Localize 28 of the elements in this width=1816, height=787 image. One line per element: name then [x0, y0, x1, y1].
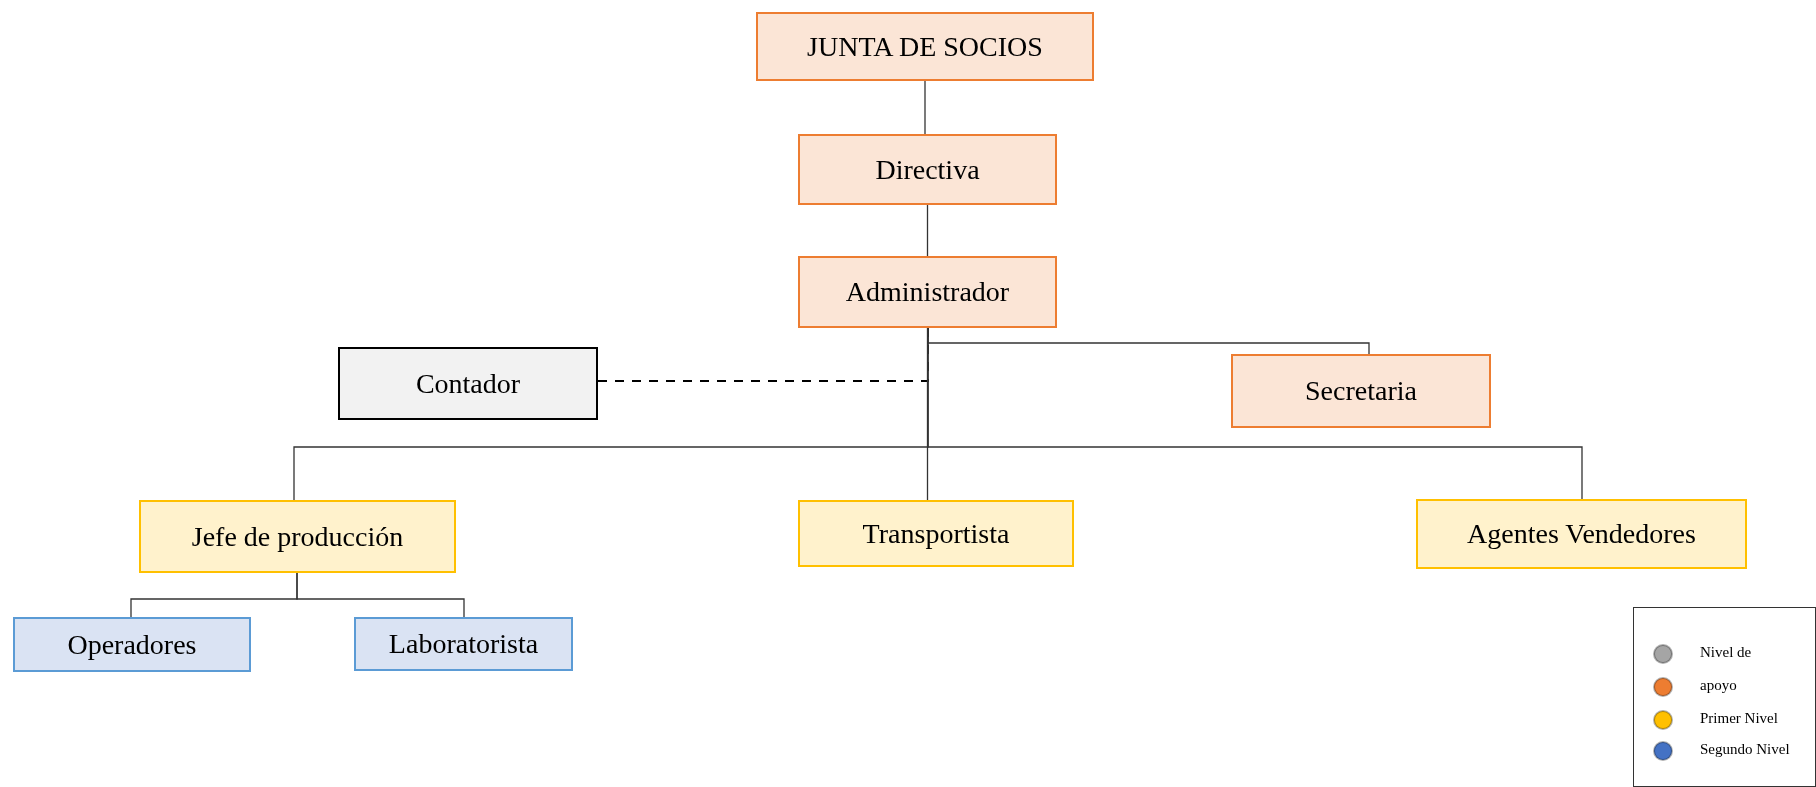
role-label: Agentes Vendedores — [1467, 518, 1696, 550]
legend-label: apoyo — [1700, 677, 1737, 694]
org-box — [354, 617, 573, 671]
org-box — [1231, 354, 1491, 428]
role-label: Directiva — [875, 153, 980, 186]
org-box — [338, 347, 598, 420]
org-box — [798, 134, 1057, 205]
role-label: Administrador — [845, 276, 1010, 308]
org-box — [798, 256, 1057, 328]
connector-line — [296, 572, 465, 618]
connector-line — [927, 327, 1583, 500]
connector-line — [924, 80, 926, 135]
role-label: Operadores — [67, 628, 197, 661]
connector-line — [926, 204, 929, 257]
legend-label: Primer Nivel — [1700, 710, 1778, 727]
role-label: JUNTA DE SOCIOS — [807, 30, 1043, 63]
org-box — [1416, 499, 1747, 569]
org-box — [798, 500, 1074, 567]
role-label: Laboratorista — [388, 628, 539, 660]
legend-label: Nivel de — [1700, 644, 1752, 661]
role-label: Contador — [415, 367, 521, 400]
org-box — [756, 12, 1094, 81]
org-box — [139, 500, 456, 573]
org-box — [13, 617, 251, 672]
role-label: Jefe de producción — [191, 520, 404, 553]
legend-label: Segundo Nivel — [1700, 741, 1790, 758]
role-label: Transportista — [862, 517, 1010, 550]
role-label: Secretaria — [1305, 375, 1417, 407]
